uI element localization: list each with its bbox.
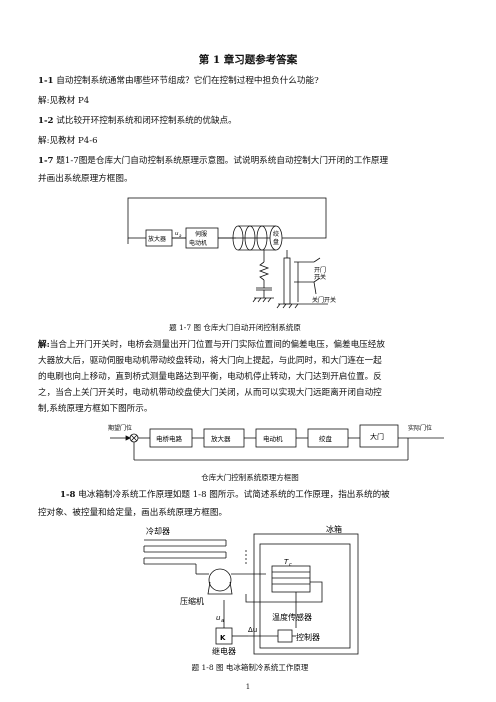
amplifier-label: 放大器: [148, 235, 166, 243]
solution-1-7-line-2: 大器放大后，驱动伺服电动机带动绞盘转动，将大门向上提起，与此同时，和大门连在一起: [38, 356, 382, 366]
block-diagram-1-7: 期望门位 实际门位 电桥电路 放大器 电动机 绞盘 大门: [108, 424, 444, 461]
question-number: 1-1: [38, 76, 54, 86]
relay-label: 继电器: [212, 646, 236, 656]
question-1-2: 1-2 试比较开环控制系统和闭环控制系统的优缺点。: [38, 114, 458, 129]
servo-label-1: 伺服: [195, 230, 207, 238]
figure-1-8-caption: 题 1-8 图 电冰箱制冷系统工作原理: [191, 663, 309, 672]
fridge-label: 冰箱: [326, 524, 342, 534]
open-switch-label-2: 开关: [314, 273, 326, 281]
question-text-line1: 电冰箱制冷系统工作原理如题 1-8 图所示。试简述系统的工作原理，指出系统的被: [78, 490, 390, 500]
relay-k-label: K: [220, 634, 226, 642]
ua-subscript: a: [179, 233, 182, 238]
ua-label-18: u: [216, 614, 221, 622]
question-number: 1-8: [60, 490, 76, 500]
question-text-line2: 并画出系统原理方框图。: [38, 174, 133, 184]
page-number: 1: [245, 683, 251, 691]
sensor-label: 温度传感器: [272, 612, 312, 622]
solution-1-7-line-1: 解:当合上开门开关时，电桥会测量出开门位置与开门实际位置间的偏差电压，偏差电压经…: [38, 338, 458, 353]
drum-label-2: 盘: [273, 238, 279, 246]
condenser-label: 冷却器: [146, 526, 170, 536]
question-text: 试比较开环控制系统和闭环控制系统的优缺点。: [56, 116, 237, 126]
question-text: 自动控制系统通常由哪些环节组成？它们在控制过程中担负什么功能?: [56, 76, 319, 86]
compressor-label: 压缩机: [180, 596, 204, 606]
drum-label-1: 绞: [273, 230, 279, 238]
solution-1-7-line-3: 的电刷也向上移动，直到桥式测量电路达到平衡，电动机停止转动，大门达到开启位置。反: [38, 372, 382, 382]
delta-u-label: Δu: [248, 626, 257, 634]
actual-position-label: 实际门位: [408, 424, 432, 432]
question-number: 1-2: [38, 116, 54, 126]
open-switch-label-1: 开门: [314, 266, 326, 274]
figure-1-7-caption: 题 1-7 图 仓库大门自动开闭控制系统原: [169, 323, 301, 332]
figure-1-8-diagram: 冷却器 冰箱 压缩机 T c 温度传感器 u a Δu K 继电器 控制器: [143, 524, 359, 656]
question-1-8: 1-8 电冰箱制冷系统工作原理如题 1-8 图所示。试简述系统的工作原理，指出系…: [60, 488, 460, 503]
question-1-8-line2: 控对象、被控量和给定量，画出系统原理方框图。: [38, 508, 228, 518]
servo-label-2: 电动机: [189, 239, 207, 247]
ua-label: u: [175, 231, 179, 237]
tc-label: T: [284, 558, 289, 566]
solution-1-7-line-5: 制,系统原理方框如下图所示。: [38, 404, 153, 414]
answer-1-2: 解:见教材 P4-6: [38, 136, 98, 146]
ua-subscript-18: a: [221, 618, 224, 624]
close-switch-label: 关门开关: [312, 296, 336, 304]
desired-position-label: 期望门位: [108, 424, 132, 432]
question-1-1: 1-1 自动控制系统通常由哪些环节组成？它们在控制过程中担负什么功能?: [38, 74, 458, 89]
tc-subscript: c: [289, 562, 292, 568]
controller-label: 控制器: [296, 632, 320, 642]
answer-1-1: 解:见教材 P4: [38, 96, 90, 106]
question-1-7: 1-7 题1-7图是仓库大门自动控制系统原理示意图。试说明系统自动控制大门开闭的…: [38, 154, 458, 169]
block-diagram-1-7-caption: 仓库大门控制系统原理方框图: [201, 473, 299, 482]
block-drum: 绞盘: [319, 434, 333, 443]
figure-1-7-diagram: 放大器 u a 伺服 电动机 绞 盘 开门 开关 关门开关: [127, 197, 336, 309]
block-amplifier: 放大器: [211, 434, 231, 443]
page-title: 第 1 章习题参考答案: [198, 54, 298, 66]
solution-text: 当合上开门开关时，电桥会测量出开门位置与开门实际位置间的偏差电压，偏差电压经放: [49, 340, 385, 350]
solution-prefix: 解:: [38, 340, 50, 350]
solution-1-7-line-4: 之，当合上关门开关时，电动机带动绞盘使大门关闭，从而可以实现大门远距离开闭自动控: [38, 388, 382, 398]
block-door: 大门: [370, 432, 384, 441]
block-motor: 电动机: [263, 434, 283, 443]
question-text-line1: 题1-7图是仓库大门自动控制系统原理示意图。试说明系统自动控制大门开闭的工作原理: [56, 156, 389, 166]
question-number: 1-7: [38, 156, 54, 166]
block-bridge: 电桥电路: [156, 434, 183, 443]
